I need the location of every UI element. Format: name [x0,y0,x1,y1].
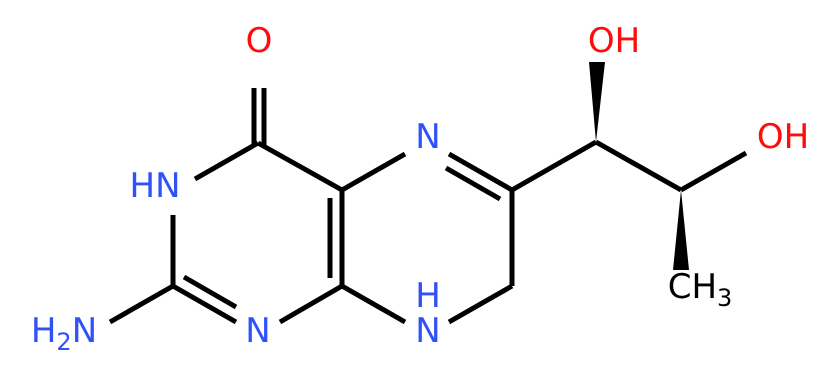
atom-n1: N [245,311,270,351]
bond-c4-c4a [256,140,344,193]
bond-c4-n3 [193,140,260,182]
atom-oh-c2p: OH [757,117,809,157]
bonds [108,62,748,325]
atom-n8: N [415,311,440,351]
bond-n5-c6 [447,151,514,193]
bond-c2-n1-inner [182,274,238,310]
bond-n5-c6-inner [444,165,502,202]
atom-n5: N [415,117,440,157]
bond-c2-n1 [171,283,238,325]
bond-c2p-oh [679,150,748,193]
bond-c8a-n8 [340,283,407,325]
wedge-c1p-oh [589,62,605,142]
atom-nh-n3: HN [130,166,181,206]
bond-c7-n8 [447,283,514,325]
bond-c4a-n5 [340,151,407,193]
bond-c1p-c2p [594,139,683,193]
bond-n1-c8a [278,283,344,325]
atom-ch3: CH3 [668,267,733,312]
atom-amino-nh2: H2N [31,311,97,356]
atom-o-carbonyl: O [246,21,273,61]
bond-c6-c1p [510,139,598,193]
atom-oh-c1p: OH [588,21,640,61]
wedge-c2p-ch3 [673,190,689,270]
atom-h-n8: H [415,276,441,316]
atom-labels: O HN N H2N N H N OH OH CH3 [31,21,809,356]
bond-c2-nh2 [108,283,175,325]
